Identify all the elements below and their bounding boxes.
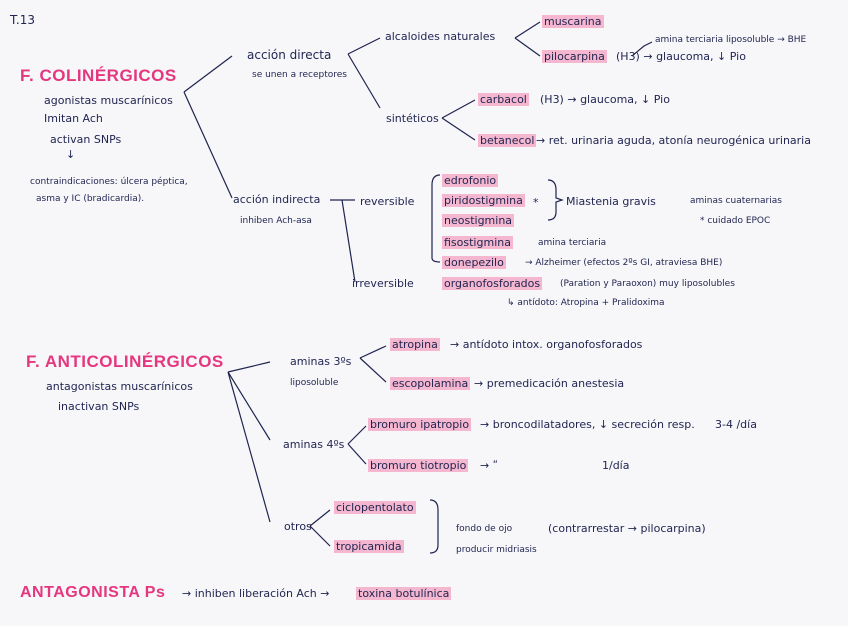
- alcaloides-naturales: alcaloides naturales: [385, 30, 496, 43]
- branch-pilo-top: [631, 41, 653, 57]
- branch-main-anti: [227, 361, 271, 523]
- irreversible: irreversible: [352, 277, 414, 290]
- drug-donepezilo: donepezilo: [442, 256, 506, 269]
- drug-bromuro-tiotropio: bromuro tiotropio: [368, 459, 469, 472]
- aminas-3: aminas 3ºs: [290, 355, 352, 368]
- branch-main-colinergicos: [183, 55, 233, 199]
- liposoluble: liposoluble: [290, 378, 339, 388]
- sinteticos: sintéticos: [386, 112, 439, 125]
- drug-piridostigmina: piridostigmina: [442, 194, 525, 207]
- donepezilo-note: → Alzheimer (efectos 2ºs GI, atraviesa B…: [525, 258, 723, 268]
- accion-indirecta-sub: inhiben Ach-asa: [240, 216, 312, 226]
- contraindicaciones-line-1: contraindicaciones: úlcera péptica,: [30, 177, 188, 187]
- betanecol-note: → ret. urinaria aguda, atonía neurogénic…: [536, 134, 811, 147]
- ipatropio-dose: 3-4 /día: [715, 418, 757, 431]
- drug-betanecol: betanecol: [478, 134, 537, 147]
- bracket-reversible: [431, 174, 441, 263]
- contraindicaciones-line-2: asma y IC (bradicardia).: [36, 194, 145, 204]
- reversible: reversible: [360, 195, 415, 208]
- drug-atropina: atropina: [390, 338, 440, 351]
- antidoto-note: ↳ antídoto: Atropina + Pralidoxima: [507, 298, 665, 308]
- branch-aminas3: [359, 345, 387, 383]
- tiotropio-note: → ʺ: [480, 459, 498, 472]
- organofosforados-note: (Paration y Paraoxon) muy liposolubles: [560, 279, 735, 289]
- section-title-colinergicos: F. COLINÉRGICOS: [20, 66, 177, 85]
- down-arrow: ↓: [66, 148, 76, 161]
- drug-ciclopentolato: ciclopentolato: [334, 501, 416, 514]
- piridostigmina-star: *: [533, 196, 539, 209]
- anticolinergicos-desc-2: inactivan SNPs: [58, 400, 140, 413]
- drug-tropicamida: tropicamida: [334, 540, 404, 553]
- drug-organofosforados: organofosforados: [442, 277, 543, 290]
- bracket-otros: [429, 499, 439, 554]
- branch-directa: [347, 37, 381, 109]
- accion-indirecta: acción indirecta: [233, 193, 321, 206]
- drug-muscarina: muscarina: [542, 15, 604, 28]
- miastenia-gravis: Miastenia gravis: [566, 195, 656, 208]
- aminas-4: aminas 4ºs: [283, 438, 345, 451]
- contrarrestar-note: (contrarrestar → pilocarpina): [548, 522, 706, 535]
- page-label: T.13: [10, 13, 35, 27]
- drug-toxina-botulinica: toxina botulínica: [356, 587, 452, 600]
- branch-sinteticos: [441, 99, 476, 141]
- colinergicos-desc-3: activan SNPs: [50, 133, 122, 146]
- drug-bromuro-ipatropio: bromuro ipatropio: [368, 418, 472, 431]
- branch-alcaloides: [514, 21, 541, 57]
- producir-midriasis: producir midriasis: [456, 545, 537, 555]
- drug-neostigmina: neostigmina: [442, 214, 515, 227]
- tiotropio-dose: 1/día: [602, 459, 630, 472]
- antagonista-note: → inhiben liberación Ach →: [182, 587, 330, 600]
- carbacol-note: (H3) → glaucoma, ↓ Pio: [540, 93, 670, 106]
- colinergicos-desc-2: Imitan Ach: [44, 112, 103, 125]
- accion-directa-sub: se unen a receptores: [252, 70, 347, 80]
- anticolinergicos-desc-1: antagonistas muscarínicos: [46, 380, 193, 393]
- drug-edrofonio: edrofonio: [442, 174, 499, 187]
- atropina-note: → antídoto intox. organofosforados: [450, 338, 643, 351]
- aminas-cuaternarias: aminas cuaternarias: [690, 196, 782, 206]
- drug-carbacol: carbacol: [478, 93, 529, 106]
- drug-escopolamina: escopolamina: [390, 377, 471, 390]
- section-title-antagonista: ANTAGONISTA Ps: [20, 584, 166, 601]
- escopolamina-note: → premedicación anestesia: [474, 377, 625, 390]
- pilocarpina-note: (H3) → glaucoma, ↓ Pio: [616, 50, 746, 63]
- cuidado-epoc: * cuidado EPOC: [700, 216, 771, 226]
- pilocarpina-top-note: amina terciaria liposoluble → BHE: [655, 35, 807, 45]
- otros: otros: [284, 520, 312, 533]
- drug-pilocarpina: pilocarpina: [542, 50, 607, 63]
- fisostigmina-note: amina terciaria: [538, 238, 607, 248]
- ipatropio-note: → broncodilatadores, ↓ secreción resp.: [480, 418, 695, 431]
- fondo-de-ojo: fondo de ojo: [456, 524, 513, 534]
- brace-miastenia: [547, 179, 564, 221]
- colinergicos-desc-1: agonistas muscarínicos: [44, 94, 173, 107]
- drug-fisostigmina: fisostigmina: [442, 236, 513, 249]
- section-title-anticolinergicos: F. ANTICOLINÉRGICOS: [26, 352, 224, 371]
- branch-otros: [309, 509, 331, 547]
- branch-indirecta: [330, 199, 356, 283]
- branch-aminas4: [347, 425, 367, 465]
- accion-directa: acción directa: [247, 48, 332, 62]
